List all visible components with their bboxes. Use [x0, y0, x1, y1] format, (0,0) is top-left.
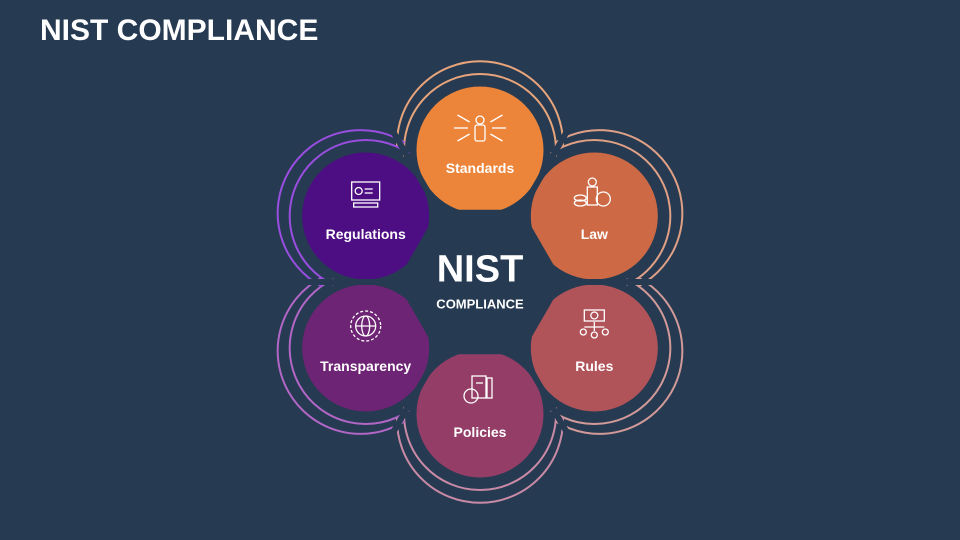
cheque-pen-icon — [351, 181, 381, 208]
segment-ring — [288, 139, 410, 286]
center-subtitle: COMPLIANCE — [436, 296, 524, 312]
segment-ring — [550, 139, 672, 286]
segment-ring — [396, 60, 564, 148]
segment-ring — [288, 278, 410, 425]
segment-ring — [276, 129, 406, 288]
segment-ring — [403, 407, 557, 491]
person-arrows-icon — [454, 114, 506, 142]
slide-title: NIST COMPLIANCE — [40, 14, 319, 47]
segment-ring — [550, 278, 672, 425]
clipboard-clock-icon — [463, 375, 493, 404]
segment-label: Standards — [445, 160, 515, 176]
segment-label: Transparency — [320, 358, 412, 374]
segment-label: Rules — [575, 358, 614, 374]
center-hexagon — [396, 209, 564, 355]
person-coins-clock-icon — [573, 177, 611, 207]
segment-ring — [276, 276, 406, 435]
segment-label: Regulations — [325, 226, 406, 242]
segment-ring — [554, 129, 684, 288]
segment-label: Law — [580, 226, 608, 242]
segment-ring — [554, 276, 684, 435]
segment-label: Policies — [453, 424, 507, 440]
divider — [377, 349, 443, 457]
segment-ring — [403, 73, 557, 157]
globe-icon — [350, 310, 382, 342]
segment-ring — [396, 416, 564, 504]
divider — [377, 107, 443, 215]
money-network-icon — [579, 309, 609, 339]
divider — [517, 107, 583, 215]
divider — [517, 349, 583, 457]
center-title: NIST — [436, 248, 524, 291]
